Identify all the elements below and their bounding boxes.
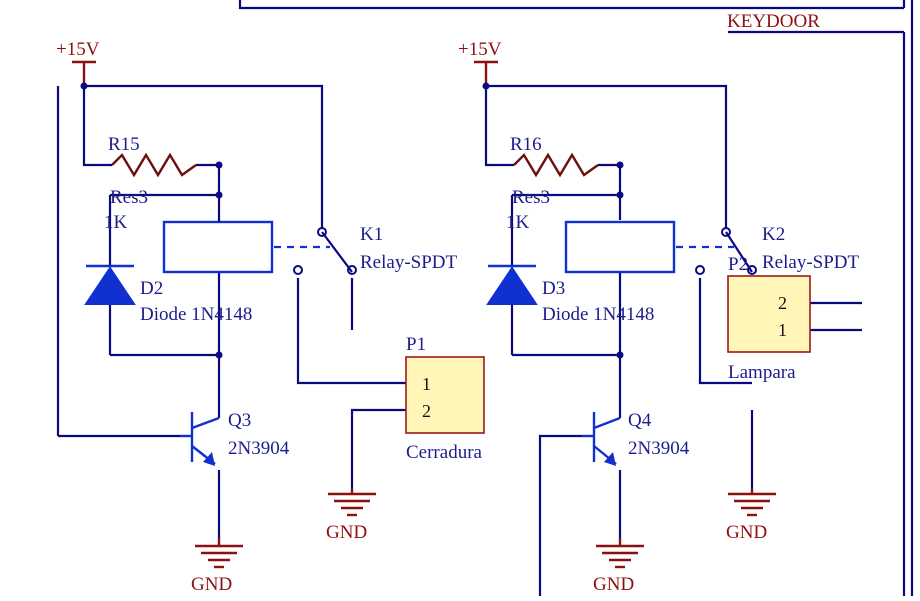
transistor-ref-left: Q3 xyxy=(228,410,251,431)
ground-label-q3: GND xyxy=(191,574,232,595)
relay-value-right: Relay-SPDT xyxy=(762,252,860,273)
resistor-r15: R15 Res3 1K xyxy=(104,134,197,233)
connector-pin-left-1: 1 xyxy=(422,374,431,394)
resistor-r16: R16 Res3 1K xyxy=(506,134,599,233)
ground-symbol-p2: GND xyxy=(726,488,776,543)
connector-ref-left: P1 xyxy=(406,334,426,355)
connector-ref-right: P2 xyxy=(728,254,748,275)
ground-label-p2: GND xyxy=(726,522,767,543)
power-symbol-left: +15V xyxy=(56,39,100,86)
resistor-ref-left: R15 xyxy=(108,134,140,155)
resistor-extra-left: 1K xyxy=(104,212,128,233)
left-channel: +15V R15 Res3 1K xyxy=(56,39,485,595)
relay-k2: K2 Relay-SPDT xyxy=(564,220,860,275)
relay-value-left: Relay-SPDT xyxy=(360,252,458,273)
connector-pin-right-2: 2 xyxy=(778,293,787,313)
transistor-value-left: 2N3904 xyxy=(228,438,290,459)
net-label-keydoor: KEYDOOR xyxy=(727,11,820,32)
connector-p2: 2 1 P2 Lampara xyxy=(727,254,811,383)
diode-value-right: Diode 1N4148 xyxy=(542,304,654,325)
ground-symbol-q4: GND xyxy=(593,538,644,595)
diode-d3: D3 Diode 1N4148 xyxy=(486,264,654,325)
relay-k1: K1 Relay-SPDT xyxy=(162,220,458,275)
transistor-q3: Q3 2N3904 xyxy=(180,410,290,466)
top-bus: KEYDOOR xyxy=(238,0,914,596)
connector-pin-right-1: 1 xyxy=(778,320,787,340)
ground-symbol-q3: GND xyxy=(191,538,243,595)
resistor-extra-right: 1K xyxy=(506,212,530,233)
transistor-value-right: 2N3904 xyxy=(628,438,690,459)
ground-label-p1: GND xyxy=(326,522,367,543)
resistor-ref-right: R16 xyxy=(510,134,542,155)
right-channel: +15V R16 Res3 1K xyxy=(458,39,862,596)
power-label-right: +15V xyxy=(458,39,502,60)
transistor-q4: Q4 2N3904 xyxy=(582,410,690,466)
power-symbol-right: +15V xyxy=(458,39,502,86)
resistor-value-right: Res3 xyxy=(512,187,550,208)
diode-ref-right: D3 xyxy=(542,278,565,299)
ground-symbol-p1: GND xyxy=(326,488,376,543)
connector-value-left: Cerradura xyxy=(406,442,483,463)
relay-ref-right: K2 xyxy=(762,224,785,245)
relay-ref-left: K1 xyxy=(360,224,383,245)
diode-d2: D2 Diode 1N4148 xyxy=(84,264,252,325)
connector-value-right: Lampara xyxy=(728,362,796,383)
transistor-ref-right: Q4 xyxy=(628,410,652,431)
diode-value-left: Diode 1N4148 xyxy=(140,304,252,325)
resistor-value-left: Res3 xyxy=(110,187,148,208)
ground-label-q4: GND xyxy=(593,574,634,595)
connector-pin-left-2: 2 xyxy=(422,401,431,421)
diode-ref-left: D2 xyxy=(140,278,163,299)
power-label-left: +15V xyxy=(56,39,100,60)
connector-p1: 1 2 P1 Cerradura xyxy=(405,334,485,463)
